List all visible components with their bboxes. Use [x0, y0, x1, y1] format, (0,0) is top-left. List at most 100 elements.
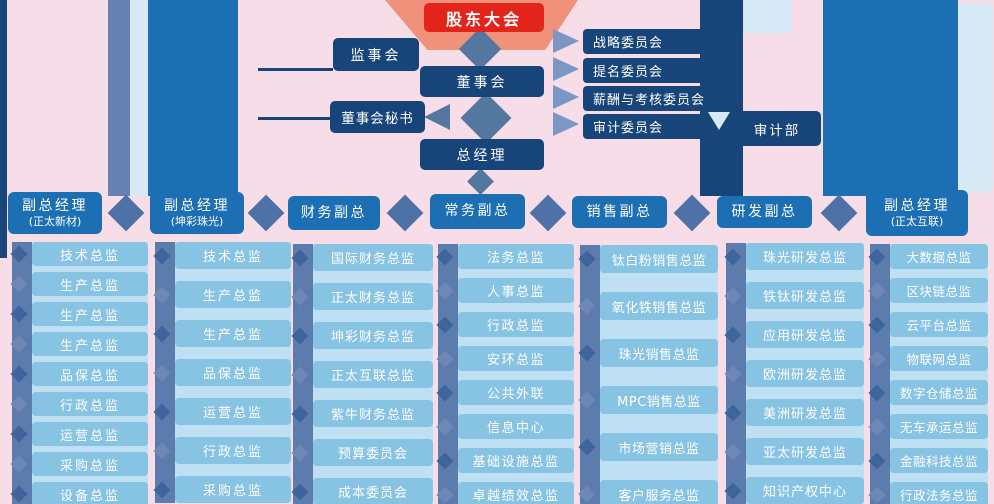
audit-committee-box: 审计委员会 [583, 114, 709, 139]
connector-diamond-icon [460, 92, 512, 144]
org-item-box: 云平台总监 [890, 312, 988, 337]
org-item-box: 采购总监 [32, 452, 148, 476]
org-item-row: 珠光研发总监 [724, 243, 864, 270]
org-item-row: 卓越绩效总监 [436, 482, 574, 504]
connector-diamond-icon [578, 438, 596, 456]
arrow-left-icon [424, 104, 450, 130]
connector-diamond-icon [724, 326, 742, 343]
org-item-row: 品保总监 [10, 362, 148, 386]
connector-diamond-icon [291, 327, 309, 344]
org-item-row: 品保总监 [153, 359, 291, 386]
decor-band [743, 0, 792, 33]
org-item-box: 客户服务总监 [600, 480, 718, 504]
org-item-row: 运营总监 [153, 398, 291, 425]
connector-diamond-icon [153, 403, 171, 420]
org-item-row: 坤彩财务总监 [291, 322, 433, 349]
org-item-box: 正太财务总监 [313, 283, 433, 310]
vp-label: 副总经理 [884, 198, 950, 214]
org-item-box: 市场营销总监 [600, 433, 718, 461]
connector-diamond-icon [868, 282, 886, 299]
decor-band [0, 0, 7, 258]
board-secretary-box: 董事会秘书 [330, 101, 425, 133]
org-item-box: MPC销售总监 [600, 386, 718, 414]
org-item-row: 行政总监 [153, 437, 291, 464]
arrow-down-icon [708, 112, 730, 130]
connector-diamond-icon [467, 168, 494, 195]
arrow-right-icon [553, 85, 579, 109]
connector-diamond-icon [10, 425, 28, 443]
org-item-box: 钛白粉销售总监 [600, 245, 718, 273]
connector-diamond-icon [10, 305, 28, 323]
vp-box-finance: 财务副总 [288, 196, 380, 230]
connector-diamond-icon [291, 366, 309, 383]
column-items-executive: 法务总监人事总监行政总监安环总监公共外联信息中心基础设施总监卓越绩效总监 [436, 244, 574, 504]
org-item-box: 品保总监 [32, 362, 148, 386]
arrow-right-icon [553, 29, 579, 53]
connector-diamond-icon [868, 418, 886, 435]
org-item-box: 运营总监 [32, 422, 148, 446]
org-item-box: 区块链总监 [890, 278, 988, 303]
org-item-row: 生产总监 [153, 281, 291, 308]
connector-diamond-icon [10, 365, 28, 383]
connector-diamond-icon [10, 245, 28, 263]
connector-diamond-icon [724, 248, 742, 265]
connector-diamond-icon [724, 443, 742, 460]
connector-diamond-icon [578, 344, 596, 362]
org-item-box: 知识产权中心 [746, 477, 864, 504]
org-item-box: 成本委员会 [313, 478, 433, 504]
vp-box-zhengtai-xincai: 副总经理 (正太新材) [8, 192, 102, 234]
connector-diamond-icon [153, 325, 171, 342]
org-item-row: 技术总监 [10, 242, 148, 266]
connector-diamond-icon [578, 391, 596, 409]
vp-sublabel: (正太互联) [890, 214, 944, 228]
org-item-box: 预算委员会 [313, 439, 433, 466]
org-item-row: 生产总监 [10, 302, 148, 326]
org-item-row: 知识产权中心 [724, 477, 864, 504]
decor-band [108, 0, 130, 196]
org-item-box: 坤彩财务总监 [313, 322, 433, 349]
connector-diamond-icon [724, 365, 742, 382]
org-item-box: 信息中心 [458, 414, 574, 439]
org-item-row: 正太财务总监 [291, 283, 433, 310]
org-item-row: 钛白粉销售总监 [578, 245, 718, 273]
connector-diamond-icon [436, 248, 454, 265]
org-item-box: 欧洲研发总监 [746, 360, 864, 387]
org-item-box: 公共外联 [458, 380, 574, 405]
column-items-zhengtai-hulian: 大数据总监区块链总监云平台总监物联网总监数字仓储总监无车承运总监金融科技总监行政… [868, 244, 988, 504]
connector-diamond-icon [724, 287, 742, 304]
org-item-box: 采购总监 [175, 476, 291, 503]
nomination-committee-box: 提名委员会 [583, 58, 709, 83]
org-item-box: 设备总监 [32, 482, 148, 504]
column-items-rnd: 珠光研发总监铁钛研发总监应用研发总监欧洲研发总监美洲研发总监亚太研发总监知识产权… [724, 243, 864, 504]
org-item-box: 正太互联总监 [313, 361, 433, 388]
org-item-row: 设备总监 [10, 482, 148, 504]
vp-box-executive: 常务副总 [430, 194, 525, 229]
org-item-row: 欧洲研发总监 [724, 360, 864, 387]
audit-department-box: 审计部 [733, 111, 821, 146]
org-item-box: 卓越绩效总监 [458, 482, 574, 504]
supervisory-board-box: 监事会 [333, 38, 419, 71]
org-item-box: 国际财务总监 [313, 244, 433, 271]
connector-diamond-icon [868, 452, 886, 469]
compensation-committee-box: 薪酬与考核委员会 [583, 86, 709, 111]
connector-diamond-icon [436, 486, 454, 503]
connector-diamond-icon [291, 288, 309, 305]
connector-diamond-icon [436, 350, 454, 367]
org-item-row: 紫牛财务总监 [291, 400, 433, 427]
org-item-box: 品保总监 [175, 359, 291, 386]
org-item-row: 公共外联 [436, 380, 574, 405]
vp-label: 财务副总 [301, 204, 367, 221]
connector-diamond-icon [578, 485, 596, 503]
connector-diamond-icon [153, 247, 171, 264]
column-items-finance: 国际财务总监正太财务总监坤彩财务总监正太互联总监紫牛财务总监预算委员会成本委员会 [291, 244, 433, 504]
connector-diamond-icon [436, 384, 454, 401]
org-item-row: 信息中心 [436, 414, 574, 439]
org-item-row: 生产总监 [10, 272, 148, 296]
general-manager-box: 总经理 [420, 139, 544, 170]
shareholders-meeting-box: 股东大会 [424, 3, 544, 32]
org-item-box: 行政法务总监 [890, 482, 988, 504]
connector-line [258, 117, 330, 120]
org-item-row: 采购总监 [153, 476, 291, 503]
connector-diamond-icon [291, 483, 309, 500]
